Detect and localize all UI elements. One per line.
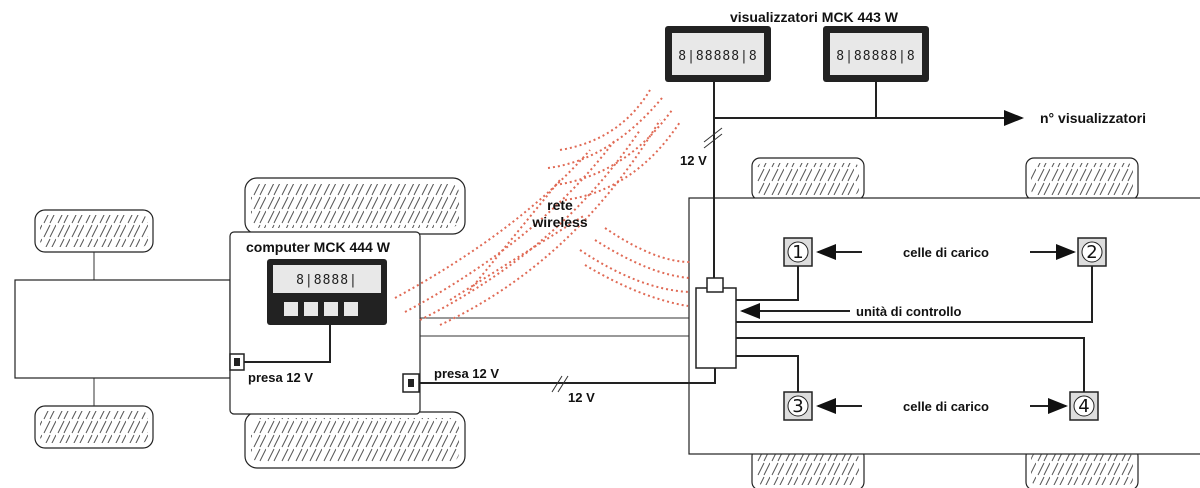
load-cell-1-icon: 1 bbox=[783, 237, 813, 267]
trailer bbox=[688, 157, 1200, 488]
computer-icon: 8|8888| bbox=[267, 259, 387, 325]
load-cell-wiring bbox=[736, 266, 1093, 392]
load-cells-bottom-label: celle di carico bbox=[903, 399, 989, 414]
n-displays-label: n° visualizzatori bbox=[1040, 110, 1146, 126]
trailer-tire-rear-right-icon bbox=[1025, 447, 1139, 488]
computer-label: computer MCK 444 W bbox=[246, 239, 391, 255]
load-cell-4-number: 4 bbox=[1078, 396, 1089, 417]
trailer-body bbox=[688, 197, 1200, 455]
front-left-tire-icon bbox=[34, 209, 154, 253]
tractor bbox=[14, 177, 466, 469]
trailer-tire-rear-left-icon bbox=[1025, 157, 1139, 201]
load-cell-2-number: 2 bbox=[1086, 242, 1097, 263]
svg-text:8|8888|: 8|8888| bbox=[296, 273, 358, 288]
load-cell-2-icon: 2 bbox=[1077, 237, 1107, 267]
display-unit-2-icon: 8|88888|8 bbox=[823, 26, 929, 82]
drawbar bbox=[420, 317, 689, 337]
load-cell-3-number: 3 bbox=[792, 396, 803, 417]
volt-top-label: 12 V bbox=[680, 153, 707, 168]
displays-label: visualizzatori MCK 443 W bbox=[730, 9, 899, 25]
load-cell-4-icon: 4 bbox=[1069, 391, 1099, 421]
socket-left-icon bbox=[229, 353, 245, 371]
socket-right-icon bbox=[402, 373, 420, 393]
svg-text:8|88888|8: 8|88888|8 bbox=[678, 49, 757, 64]
trailer-tire-front-left-icon bbox=[751, 157, 865, 201]
control-unit-icon bbox=[695, 277, 737, 369]
display-bus bbox=[703, 82, 1024, 284]
load-cell-1-number: 1 bbox=[792, 242, 803, 263]
tractor-hood bbox=[14, 279, 231, 379]
display-unit-1-icon: 8|88888|8 bbox=[665, 26, 771, 82]
rear-right-tire-icon bbox=[244, 411, 466, 469]
socket-left-label: presa 12 V bbox=[248, 370, 313, 385]
rear-left-tire-icon bbox=[244, 177, 466, 235]
power-line-12v bbox=[419, 368, 716, 384]
socket-right-label: presa 12 V bbox=[434, 366, 499, 381]
load-cells-top-label: celle di carico bbox=[903, 245, 989, 260]
front-right-tire-icon bbox=[34, 405, 154, 449]
wireless-network-waves bbox=[394, 89, 691, 326]
volt-bottom-label: 12 V bbox=[568, 390, 595, 405]
control-unit-label: unità di controllo bbox=[856, 304, 961, 319]
wireless-label-line1: rete bbox=[547, 197, 573, 213]
computer-cable bbox=[242, 325, 331, 363]
wireless-label-line2: wireless bbox=[531, 214, 587, 230]
svg-text:8|88888|8: 8|88888|8 bbox=[836, 49, 915, 64]
load-cell-3-icon: 3 bbox=[783, 391, 813, 421]
